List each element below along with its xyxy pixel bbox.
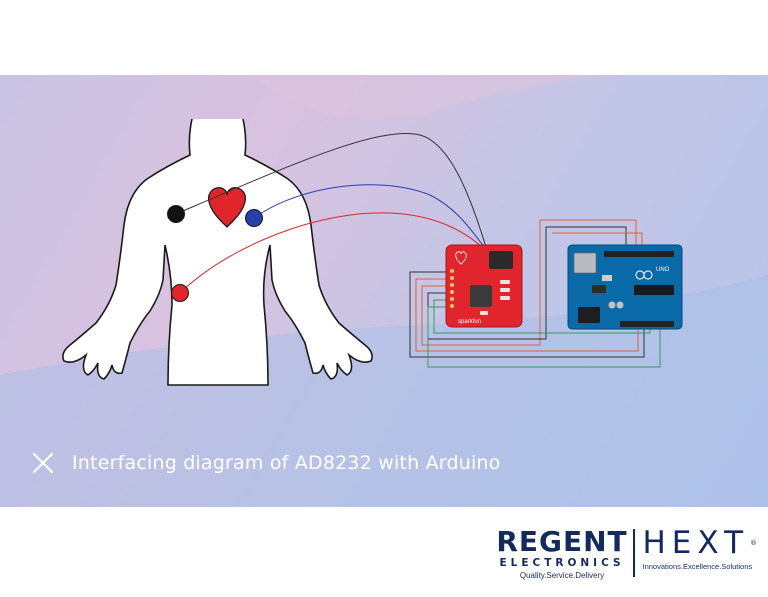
logo-divider: [633, 529, 635, 577]
electrode-right-leg: [171, 284, 189, 302]
arduino-board: UNO: [567, 244, 683, 330]
regent-wordmark: REGENT: [496, 525, 628, 558]
electrode-left-arm: [245, 209, 263, 227]
wire-black: [175, 132, 487, 248]
arduino-board-label: UNO: [656, 267, 670, 273]
human-body: [62, 118, 373, 386]
hext-wordmark: HEXT®: [642, 525, 758, 561]
diagram-banner: sparkfun UNO Interfacing diagram of AD82…: [0, 75, 768, 507]
background-blob-top: [250, 75, 600, 120]
electrode-right-arm: [167, 205, 185, 223]
company-logo: REGENT ELECTRONICS Quality.Service.Deliv…: [496, 525, 758, 587]
hext-logo: HEXT® Innovations.Excellence.Solutions: [642, 525, 758, 573]
heart-icon: [208, 187, 246, 228]
ecg-board-brand: sparkfun: [458, 319, 481, 325]
regent-tagline: Quality.Service.Delivery: [519, 571, 605, 580]
caption-row: Interfacing diagram of AD8232 with Ardui…: [32, 452, 501, 474]
caption-text: Interfacing diagram of AD8232 with Ardui…: [72, 452, 501, 474]
registered-mark: ®: [750, 539, 758, 547]
connection-wires: [409, 219, 661, 368]
ecg-sensor-board: sparkfun: [445, 244, 523, 328]
footer: REGENT ELECTRONICS Quality.Service.Deliv…: [0, 507, 768, 597]
diagram-scene: sparkfun UNO: [0, 75, 768, 507]
electronics-wordmark: ELECTRONICS: [499, 557, 625, 569]
close-x-icon: [32, 452, 54, 474]
wire-red: [179, 212, 487, 294]
regent-logo: REGENT ELECTRONICS Quality.Service.Deliv…: [496, 525, 628, 581]
hext-tagline: Innovations.Excellence.Solutions: [642, 562, 753, 571]
wire-blue: [253, 184, 487, 250]
